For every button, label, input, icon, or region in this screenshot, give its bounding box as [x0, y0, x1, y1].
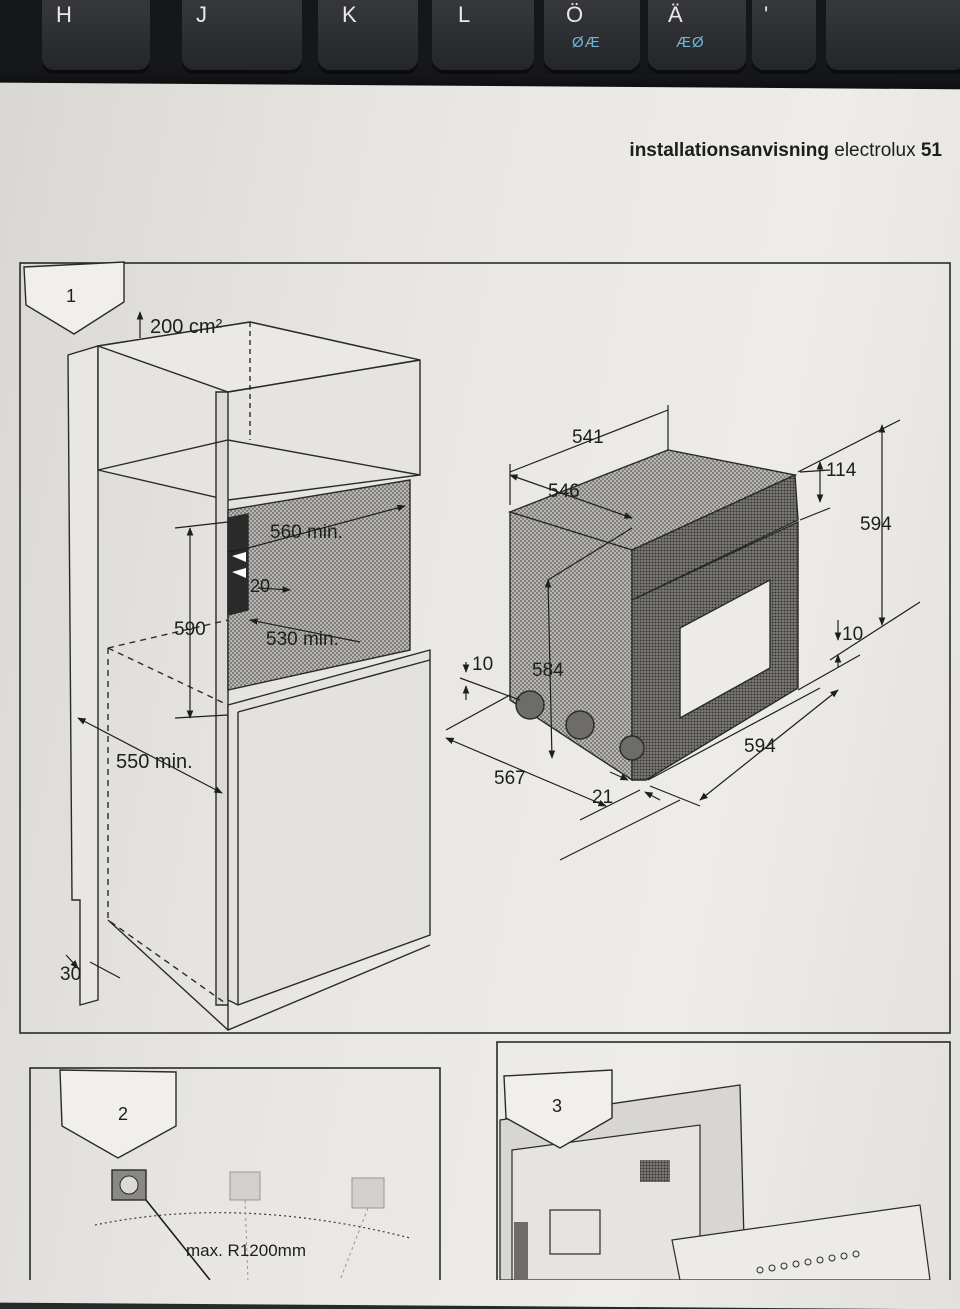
oven-front-panel — [671, 1204, 931, 1280]
connector-strip — [514, 1222, 528, 1280]
oven-top-depth-label: 546 — [548, 481, 580, 502]
socket-icon-faded — [351, 1177, 385, 1209]
side-depth-label: 550 min. — [116, 751, 193, 773]
gap-label: 20 — [250, 576, 270, 596]
figure-3-number: 3 — [552, 1096, 562, 1116]
cable-reach-label: max. R1200mm — [186, 1241, 306, 1260]
page-number: 51 — [920, 140, 942, 161]
key-apostrophe: ' — [752, 0, 816, 70]
front-thickness-label: 21 — [592, 787, 613, 808]
key-return — [826, 0, 960, 70]
vent-area-label: 200 cm² — [150, 316, 223, 338]
figure-2: 2 max. R1200mm — [29, 1067, 441, 1280]
niche-height-label: 590 — [174, 619, 206, 640]
figure-2-frame — [29, 1067, 441, 1280]
key-label: H — [56, 2, 72, 27]
plinth-label: 30 — [60, 964, 81, 985]
figure-1-frame — [19, 262, 951, 1034]
foot-clearance-left-label: 10 — [472, 654, 493, 675]
cabinet-side-panel — [67, 345, 99, 1006]
figure-1-tag — [23, 261, 125, 335]
niche-width-label: 560 min. — [270, 522, 343, 543]
key-label: K — [342, 2, 357, 27]
figure-3: 3 — [496, 1041, 951, 1280]
figure-1: 1 — [19, 261, 951, 1034]
key-alt-label: ÆØ — [676, 34, 705, 51]
key-label: ' — [764, 2, 769, 27]
cabinet-drawing — [67, 321, 431, 1031]
front-width-label: 594 — [744, 736, 776, 757]
key-k: K — [318, 0, 418, 70]
page-header: installationsanvisning electrolux 51 — [629, 140, 942, 162]
key-h: H — [42, 0, 150, 70]
cable-line — [145, 1199, 211, 1280]
control-height-label: 114 — [826, 460, 857, 481]
key-label: L — [458, 2, 471, 27]
section-title: installationsanvisning — [629, 140, 829, 161]
installation-diagrams: 1 — [19, 261, 951, 1280]
oven-control-panel — [631, 473, 799, 602]
oven-top-width-label: 541 — [572, 427, 604, 448]
oven-niche — [227, 479, 411, 691]
oven-total-height-label: 594 — [860, 514, 892, 535]
niche-depth-label: 530 min. — [266, 629, 339, 650]
oven-foot — [565, 710, 595, 740]
key-l: L — [432, 0, 534, 70]
oven-window — [679, 578, 771, 720]
brand-name: electrolux — [834, 140, 916, 161]
key-label: Ö — [566, 2, 584, 27]
figure-2-tag — [59, 1069, 177, 1159]
reach-arc — [94, 1212, 411, 1239]
figure-1-number: 1 — [66, 286, 76, 306]
key-a-umlaut: Ä ÆØ — [648, 0, 746, 70]
oven-depth-label: 567 — [494, 768, 526, 789]
oven-foot — [619, 735, 645, 761]
foot-clearance-right-label: 10 — [842, 624, 863, 645]
figure-3-frame — [496, 1041, 951, 1280]
oven-back-vent — [549, 1209, 601, 1255]
oven-body-height-label: 584 — [532, 660, 564, 681]
socket-icon-faded — [229, 1171, 261, 1201]
key-o-umlaut: Ö ØÆ — [544, 0, 640, 70]
key-j: J — [182, 0, 302, 70]
vent-strip — [227, 513, 249, 616]
figure-3-tag — [503, 1069, 613, 1149]
oven-foot — [515, 690, 545, 720]
cabinet-lower-door — [227, 649, 431, 1006]
oven-drawing — [507, 449, 799, 782]
key-alt-label: ØÆ — [572, 34, 601, 51]
figure-2-number: 2 — [118, 1104, 128, 1124]
key-label: Ä — [668, 2, 683, 27]
socket-face — [119, 1175, 139, 1195]
key-label: J — [196, 2, 207, 27]
grille-icon — [640, 1160, 670, 1182]
oven-side — [509, 511, 633, 782]
keyboard: H J K L Ö ØÆ Ä ÆØ ' — [0, 0, 960, 110]
